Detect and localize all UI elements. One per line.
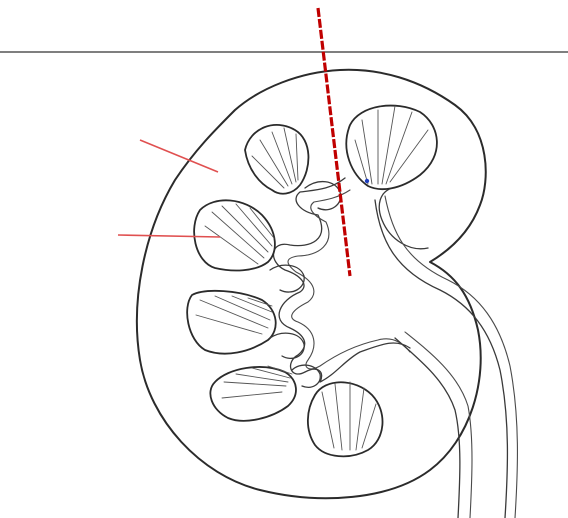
renal-pyramid-6 <box>308 382 383 456</box>
renal-pyramid-1 <box>245 125 308 194</box>
hilum-edge <box>379 188 428 249</box>
renal-pyramid-2 <box>346 106 437 190</box>
minor-calyx-2 <box>270 265 304 292</box>
minor-calyx-4 <box>292 365 320 387</box>
renal-pyramid-3 <box>194 200 275 270</box>
renal-pyramid-4 <box>187 291 276 354</box>
minor-calyx-1 <box>305 182 341 210</box>
ureter-lower-inner <box>405 332 472 518</box>
ureter-lower-outer <box>395 338 460 518</box>
marker-dot <box>365 179 369 183</box>
label-line-1 <box>140 140 218 172</box>
renal-pyramid-5 <box>210 366 296 421</box>
cut-line <box>318 8 350 276</box>
renal-pelvis-inner <box>288 190 410 369</box>
ureter-outer <box>375 200 507 518</box>
